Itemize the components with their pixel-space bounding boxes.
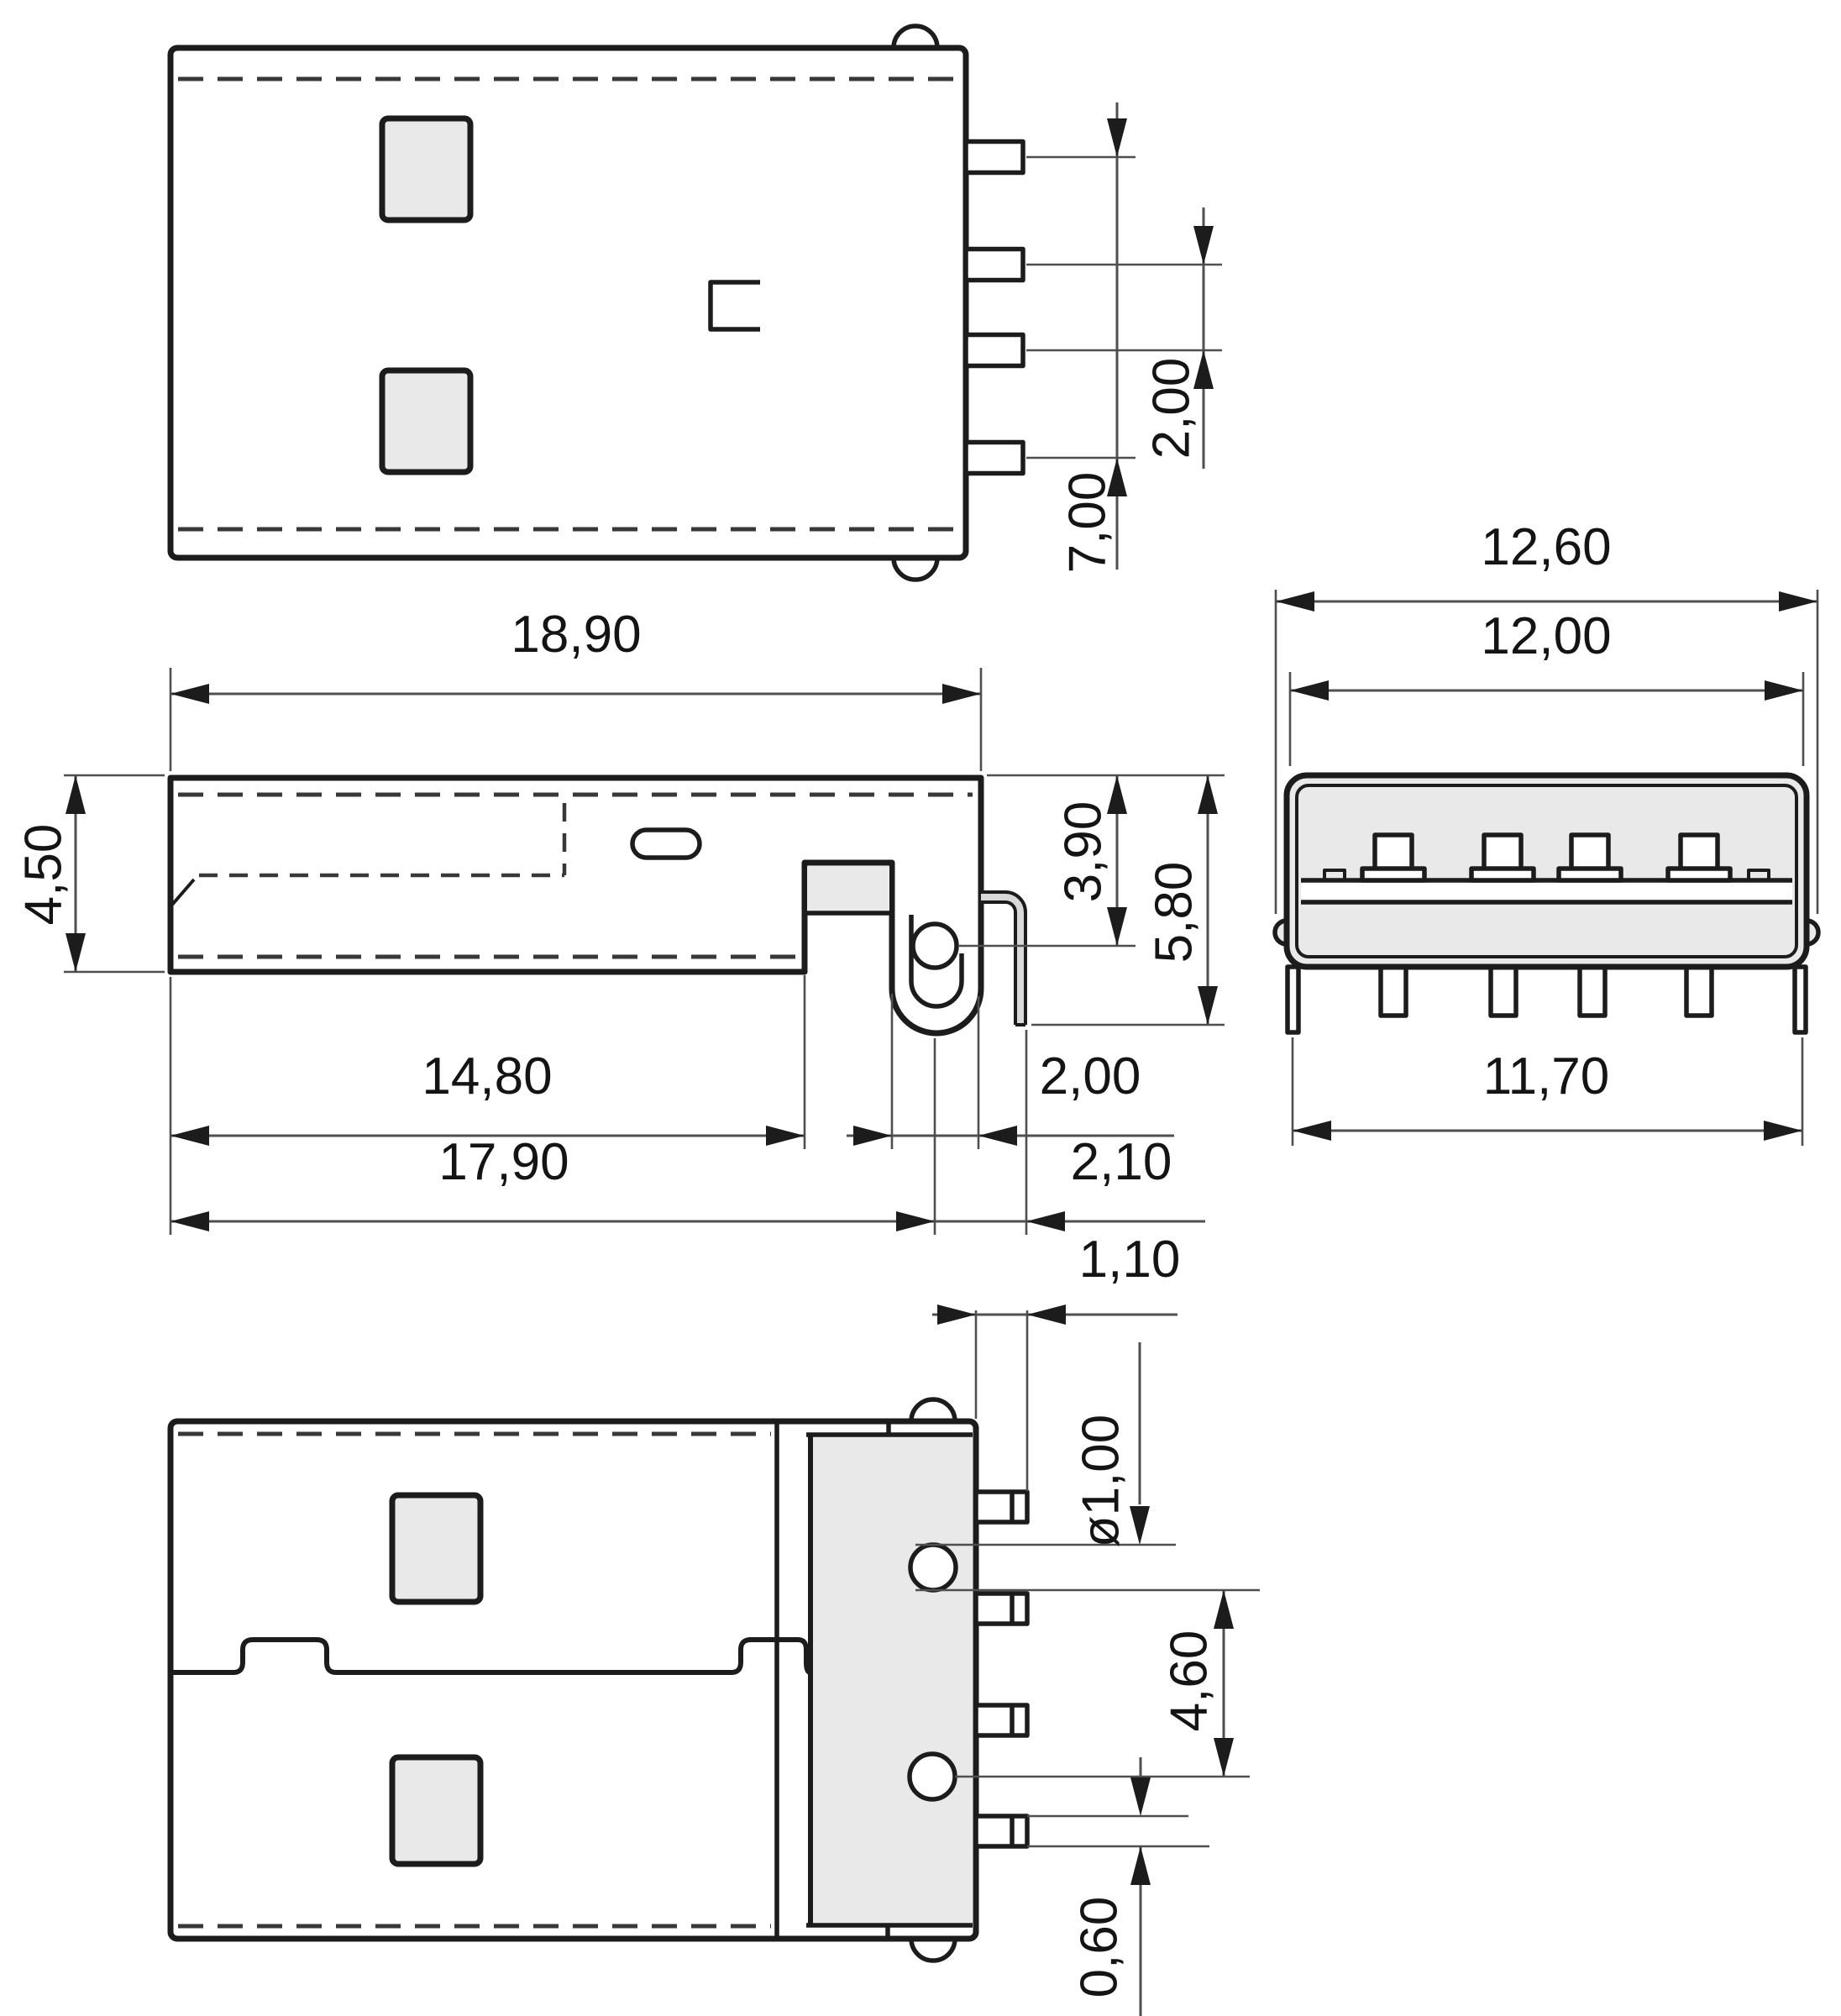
shell-window: [389, 1492, 484, 1605]
shell-bump-bottom: [909, 1938, 957, 1963]
dimension-overall-width: 12,60: [1276, 518, 1817, 612]
dimension-body-height: 4,50: [15, 775, 86, 972]
dim-label-pin-width: 0,60: [1071, 1897, 1129, 1998]
dimension-body-width: 12,00: [1290, 607, 1803, 701]
shell-window: [379, 367, 474, 475]
ground-leg: [1792, 964, 1808, 1035]
pin-leg: [1378, 964, 1408, 1018]
shell-bump-bottom: [891, 557, 940, 582]
dim-label-contact-depth: 3,90: [1055, 801, 1113, 903]
shelf-notch: [1323, 869, 1346, 882]
dim-label-overall-length: 18,90: [511, 606, 641, 664]
dimension-pin-pitch: 2,00: [1143, 207, 1214, 469]
dimension-overall-height: 5,80: [1146, 775, 1218, 1025]
side-view: 18,90 4,50 14,80 2,00 17,90: [15, 606, 1225, 1235]
shell-face: [1283, 772, 1810, 970]
dimension-hole-spacing: 4,60: [1161, 1590, 1234, 1777]
dim-label-hole-spacing: 4,60: [1161, 1630, 1219, 1732]
top-view: 7,00 2,00: [167, 24, 1222, 582]
shell-window: [379, 115, 474, 223]
shelf-notch: [1747, 869, 1770, 882]
dimension-overall-length: 18,90: [170, 606, 981, 704]
front-view: 12,60 12,00 11,70: [1272, 518, 1821, 1146]
pin: [963, 332, 1025, 369]
dim-label-body-height: 4,50: [15, 824, 73, 926]
spring-notch: [708, 280, 760, 332]
shell-window: [389, 1754, 484, 1867]
dimension-hook-width: 2,00: [847, 1047, 1174, 1146]
shell-face-inner: [1295, 784, 1798, 958]
rivet-hole: [907, 1751, 957, 1802]
dimension-tail-offset: 2,10: [935, 1133, 1205, 1231]
dim-label-leg-span: 11,70: [1483, 1047, 1610, 1105]
dimension-pin-width: 0,60: [1071, 1757, 1151, 2016]
dim-label-overall-height: 5,80: [1146, 862, 1204, 963]
shell-body: [167, 45, 969, 561]
dim-label-pin-span: 7,00: [1059, 472, 1117, 574]
dimension-hole-diameter: ø1,00: [1073, 1342, 1150, 1547]
dim-label-body-length: 14,80: [422, 1047, 552, 1105]
pin: [963, 139, 1025, 176]
pin: [963, 439, 1025, 476]
tongue: [1301, 881, 1792, 901]
ground-leg: [1285, 964, 1301, 1035]
dimension-pin-span: 7,00: [1059, 102, 1127, 573]
dim-label-pin-pitch: 2,00: [1143, 358, 1201, 459]
dim-label-tail-offset: 2,10: [1071, 1133, 1172, 1191]
dim-label-body-width: 12,00: [1481, 607, 1611, 665]
dimension-body-length: 14,80: [170, 1047, 805, 1146]
hook-inner-edge: [909, 915, 964, 1009]
bottom-view: 1,10 ø1,00 4,60 0,60: [167, 1231, 1260, 2016]
shell-bump-top: [909, 1397, 957, 1422]
pins: [973, 1489, 1030, 1849]
rivet-hole: [908, 1542, 958, 1593]
rivet-hole: [910, 921, 959, 970]
contacts: [1360, 832, 1733, 883]
dimension-leg-span: 11,70: [1293, 1047, 1802, 1141]
solder-lead: [981, 890, 1027, 1026]
chamfer: [170, 878, 196, 906]
dimension-pin-length: 1,10: [932, 1231, 1180, 1325]
dimension-contact-depth: 3,90: [1055, 775, 1127, 946]
dim-label-overall-width: 12,60: [1481, 518, 1611, 576]
shell-bump-top: [891, 24, 940, 49]
dimension-length-to-tail: 17,90: [170, 1133, 935, 1231]
dim-label-length-to-tail: 17,90: [438, 1133, 569, 1191]
pin-leg: [1577, 964, 1608, 1018]
parting-line: [170, 1637, 811, 1675]
pin-leg: [1488, 964, 1518, 1018]
pin-leg: [1684, 964, 1714, 1018]
dim-label-hole-diameter: ø1,00: [1073, 1415, 1130, 1548]
post-molding: [807, 866, 889, 912]
dim-label-hook-width: 2,00: [1040, 1047, 1141, 1105]
overmold: [810, 1436, 973, 1925]
pin: [963, 246, 1025, 283]
dim-label-pin-length: 1,10: [1079, 1231, 1181, 1289]
slot: [630, 827, 702, 860]
